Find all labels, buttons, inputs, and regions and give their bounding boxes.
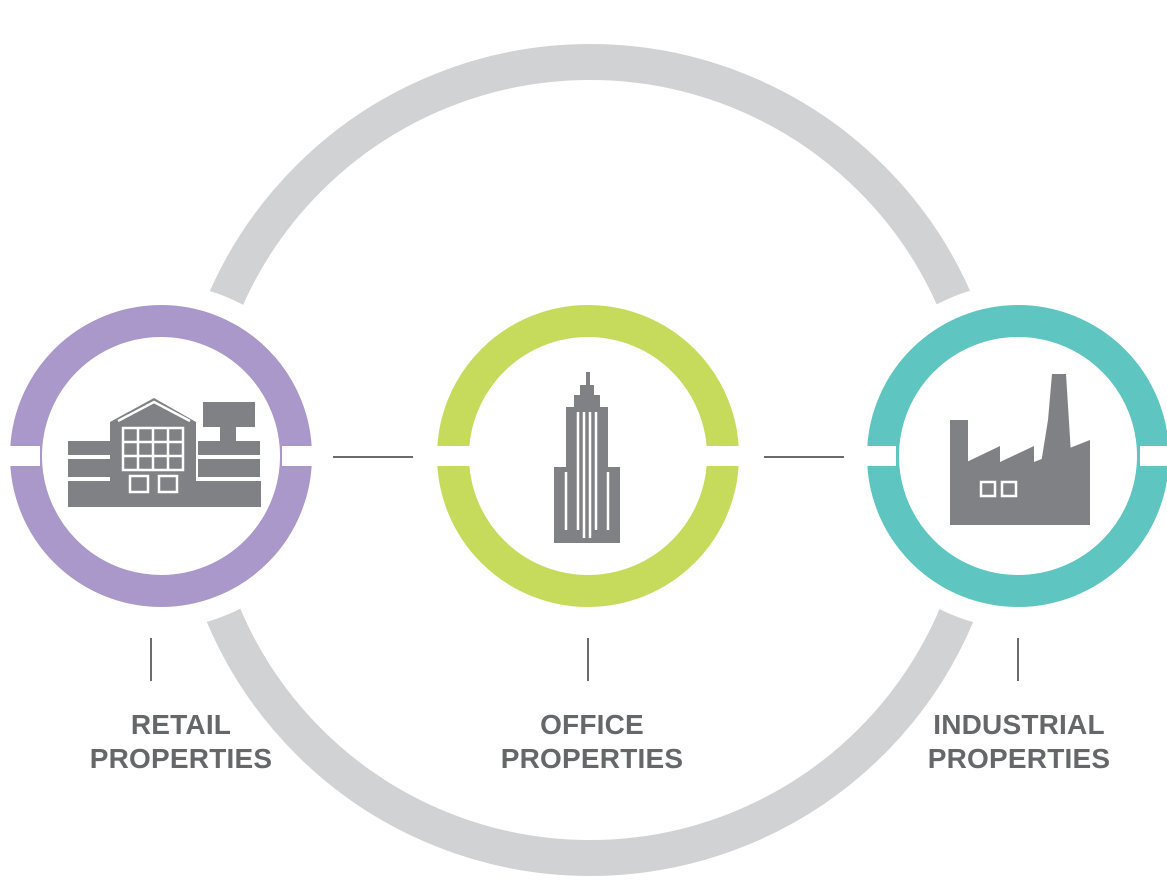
node-office — [430, 305, 746, 607]
skyscraper-details — [564, 412, 610, 538]
factory-icon — [950, 374, 1090, 525]
label-retail: RETAIL PROPERTIES — [61, 708, 301, 776]
label-office-line2: PROPERTIES — [500, 743, 684, 774]
node-retail — [0, 305, 322, 607]
label-industrial-line2: PROPERTIES — [927, 743, 1111, 774]
retail-ring-gap-left — [0, 446, 40, 466]
label-retail-line1: RETAIL — [130, 709, 232, 740]
office-ring-gap-right — [706, 446, 746, 466]
label-office-line1: OFFICE — [540, 709, 644, 740]
industrial-ring-gap-left — [856, 446, 896, 466]
store-building-details — [68, 400, 260, 494]
office-ring-gap-left — [430, 446, 470, 466]
node-industrial — [856, 305, 1167, 607]
factory-windows — [979, 480, 1018, 498]
label-industrial-line1: INDUSTRIAL — [933, 709, 1105, 740]
store-building-icon — [68, 398, 261, 507]
label-retail-line2: PROPERTIES — [89, 743, 273, 774]
industrial-ring-gap-right — [1140, 446, 1167, 466]
label-industrial: INDUSTRIAL PROPERTIES — [899, 708, 1139, 776]
skyscraper-icon — [554, 372, 620, 543]
label-office: OFFICE PROPERTIES — [472, 708, 712, 776]
retail-ring-gap-right — [282, 446, 322, 466]
